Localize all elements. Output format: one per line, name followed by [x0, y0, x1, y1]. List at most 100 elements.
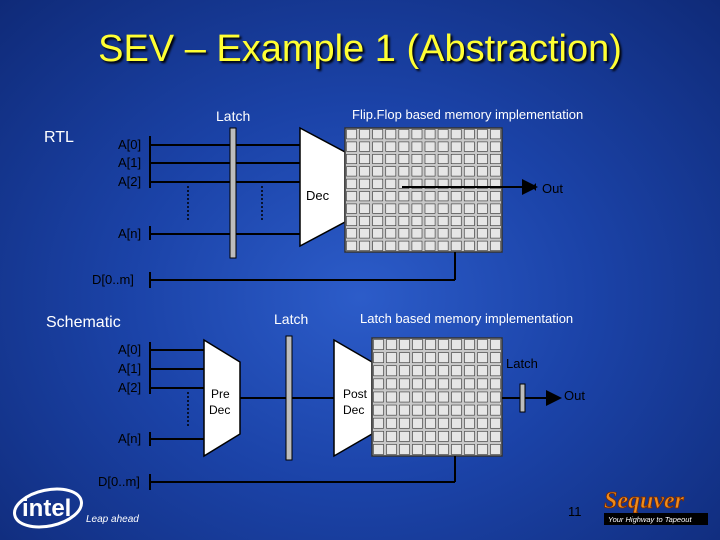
- memory-cell: [450, 141, 462, 152]
- memory-cell: [451, 378, 462, 390]
- memory-cell: [477, 178, 488, 189]
- memory-cell: [477, 240, 488, 251]
- sch-postdec-label-1: Post: [343, 387, 368, 401]
- memory-cell: [398, 166, 410, 177]
- memory-cell: [477, 444, 488, 455]
- memory-cell: [451, 444, 462, 455]
- memory-cell: [463, 216, 475, 227]
- memory-cell: [386, 378, 397, 390]
- memory-cell: [490, 417, 501, 429]
- memory-cell: [477, 141, 488, 152]
- memory-cell: [411, 191, 423, 202]
- rtl-decoder-label: Dec: [306, 188, 330, 203]
- memory-cell: [463, 203, 475, 214]
- memory-cell: [373, 378, 384, 390]
- memory-cell: [490, 404, 501, 416]
- memory-cell: [451, 339, 462, 350]
- memory-cell: [463, 154, 475, 165]
- memory-cell: [424, 203, 436, 214]
- memory-cell: [412, 404, 423, 416]
- memory-cell: [346, 178, 357, 189]
- memory-cell: [437, 240, 449, 251]
- memory-cell: [399, 365, 410, 377]
- memory-cell: [411, 129, 423, 140]
- memory-cell: [490, 154, 501, 165]
- memory-cell: [477, 365, 488, 377]
- memory-cell: [373, 417, 384, 429]
- memory-cell: [359, 129, 370, 140]
- rtl-latch-wires: [236, 144, 300, 235]
- memory-cell: [464, 404, 475, 416]
- memory-cell: [425, 339, 436, 350]
- memory-cell: [411, 216, 423, 227]
- rtl-input-a0: A[0]: [118, 137, 141, 152]
- memory-cell: [359, 228, 370, 239]
- memory-cell: [399, 444, 410, 455]
- memory-cell: [425, 378, 436, 390]
- rtl-input-a1: A[1]: [118, 155, 141, 170]
- memory-cell: [463, 166, 475, 177]
- memory-cell: [450, 178, 462, 189]
- memory-cell: [385, 191, 397, 202]
- memory-cell: [359, 240, 370, 251]
- sch-data-label: D[0..m]: [98, 474, 140, 489]
- memory-cell: [450, 166, 462, 177]
- memory-cell: [477, 154, 488, 165]
- memory-cell: [411, 166, 423, 177]
- memory-cell: [451, 430, 462, 442]
- sch-input-wires: [149, 342, 204, 446]
- sch-predecoder: [203, 338, 241, 458]
- memory-cell: [463, 240, 475, 251]
- memory-cell: [425, 391, 436, 403]
- memory-cell: [346, 154, 357, 165]
- slide-title: SEV – Example 1 (Abstraction): [98, 28, 622, 70]
- memory-cell: [464, 378, 475, 390]
- memory-cell: [437, 178, 449, 189]
- memory-cell: [425, 430, 436, 442]
- memory-cell: [490, 129, 501, 140]
- memory-cell: [490, 378, 501, 390]
- memory-cell: [477, 378, 488, 390]
- memory-cell: [437, 154, 449, 165]
- rtl-decoder: [299, 126, 346, 248]
- memory-cell: [359, 216, 370, 227]
- memory-cell: [411, 178, 423, 189]
- sch-output-latch-label: Latch: [506, 356, 538, 371]
- memory-cell: [398, 154, 410, 165]
- memory-cell: [463, 178, 475, 189]
- memory-cell: [399, 430, 410, 442]
- memory-cell: [372, 141, 384, 152]
- memory-cell: [438, 404, 449, 416]
- memory-cell: [346, 228, 357, 239]
- memory-cell: [372, 178, 384, 189]
- memory-cell: [425, 352, 436, 364]
- memory-cell: [346, 203, 357, 214]
- memory-cell: [464, 444, 475, 455]
- memory-cell: [451, 417, 462, 429]
- memory-cell: [385, 203, 397, 214]
- memory-cell: [424, 141, 436, 152]
- memory-cell: [386, 339, 397, 350]
- memory-cell: [490, 141, 501, 152]
- memory-cell: [438, 365, 449, 377]
- rtl-memory-grid: [344, 127, 503, 253]
- rtl-input-an: A[n]: [118, 226, 141, 241]
- memory-cell: [477, 430, 488, 442]
- memory-cell: [399, 378, 410, 390]
- memory-cell: [424, 129, 436, 140]
- sequver-logo-wordmark: Sequver: [604, 488, 685, 514]
- memory-cell: [411, 203, 423, 214]
- memory-cell: [437, 166, 449, 177]
- page-number: 11: [568, 504, 582, 519]
- memory-cell: [477, 391, 488, 403]
- memory-cell: [399, 391, 410, 403]
- sch-input-a2: A[2]: [118, 380, 141, 395]
- sch-predec-label-1: Pre: [211, 387, 230, 401]
- memory-cell: [412, 352, 423, 364]
- memory-cell: [463, 129, 475, 140]
- memory-cell: [438, 444, 449, 455]
- memory-cell: [372, 154, 384, 165]
- intel-logo: intel Leap ahead: [13, 487, 139, 529]
- memory-cell: [437, 228, 449, 239]
- rtl-data-label: D[0..m]: [92, 272, 134, 287]
